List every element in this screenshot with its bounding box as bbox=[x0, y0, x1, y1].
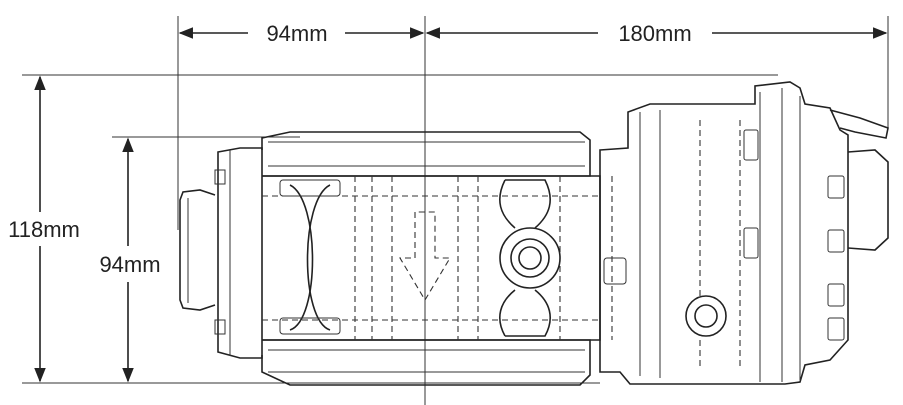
dim-label-width-length: 180mm bbox=[618, 21, 691, 46]
dim-label-height-outer: 118mm bbox=[8, 217, 80, 242]
dimension-height-inner: 94mm bbox=[99, 137, 161, 383]
dimension-width-length: 180mm bbox=[425, 21, 888, 46]
extension-lines bbox=[22, 16, 889, 405]
dimension-height-outer: 118mm bbox=[8, 75, 80, 383]
center-port bbox=[499, 227, 561, 289]
dim-label-width-front: 94mm bbox=[266, 21, 327, 46]
dim-label-height-inner: 94mm bbox=[99, 252, 160, 277]
lower-port bbox=[685, 295, 727, 337]
dimension-width-front: 94mm bbox=[178, 21, 425, 46]
pump-outline bbox=[179, 81, 889, 386]
